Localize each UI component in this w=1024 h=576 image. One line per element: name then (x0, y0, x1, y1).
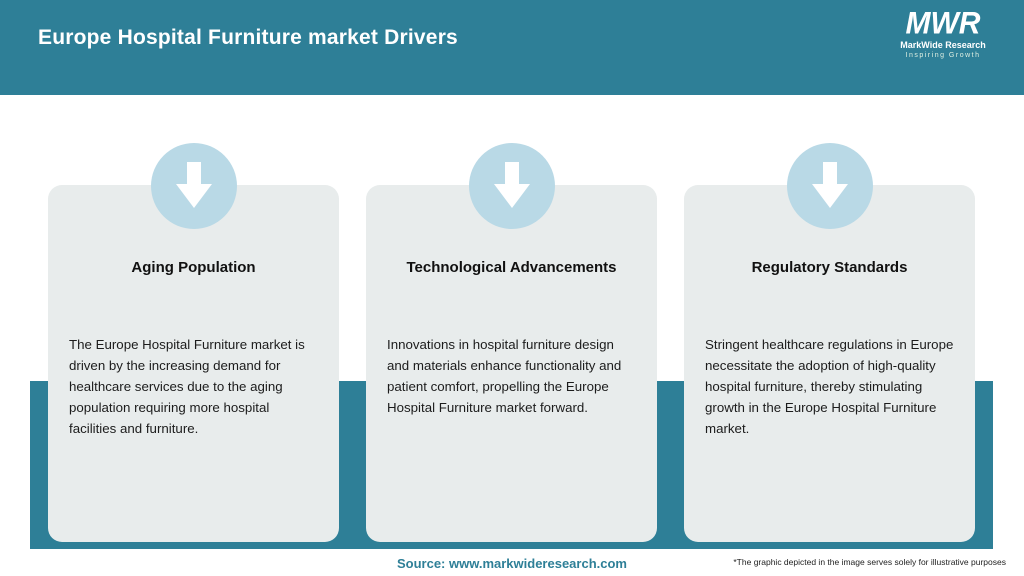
card-body: Aging Population The Europe Hospital Fur… (48, 185, 339, 542)
card-technological-advancements: Technological Advancements Innovations i… (366, 143, 657, 542)
driver-cards: Aging Population The Europe Hospital Fur… (48, 143, 975, 542)
card-icon-circle (786, 143, 873, 229)
card-title: Aging Population (131, 259, 256, 276)
card-text: Innovations in hospital furniture design… (387, 337, 622, 415)
arrow-down-icon (811, 162, 848, 208)
card-title: Technological Advancements (406, 259, 617, 276)
logo-tagline: Inspiring Growth (905, 51, 981, 59)
card-text: Stringent healthcare regulations in Euro… (705, 337, 954, 436)
card-text: The Europe Hospital Furniture market is … (69, 337, 305, 436)
card-body: Technological Advancements Innovations i… (366, 185, 657, 542)
card-regulatory-standards: Regulatory Standards Stringent healthcar… (684, 143, 975, 542)
logo-monogram: MWR (905, 6, 981, 41)
disclaimer-text: *The graphic depicted in the image serve… (733, 557, 1006, 567)
card-title: Regulatory Standards (751, 259, 908, 276)
arrow-down-icon (493, 162, 530, 208)
card-icon-circle (150, 143, 237, 229)
card-icon-circle (468, 143, 555, 229)
header-bar: Europe Hospital Furniture market Drivers… (0, 0, 1024, 95)
source-text: Source: www.markwideresearch.com (396, 556, 627, 571)
logo-name: MarkWide Research (900, 39, 986, 50)
arrow-down-icon (175, 162, 212, 208)
card-body: Regulatory Standards Stringent healthcar… (684, 185, 975, 542)
markwide-research-logo: MWR MarkWide Research Inspiring Growth (888, 6, 998, 59)
card-aging-population: Aging Population The Europe Hospital Fur… (48, 143, 339, 542)
page-title: Europe Hospital Furniture market Drivers (38, 26, 458, 49)
